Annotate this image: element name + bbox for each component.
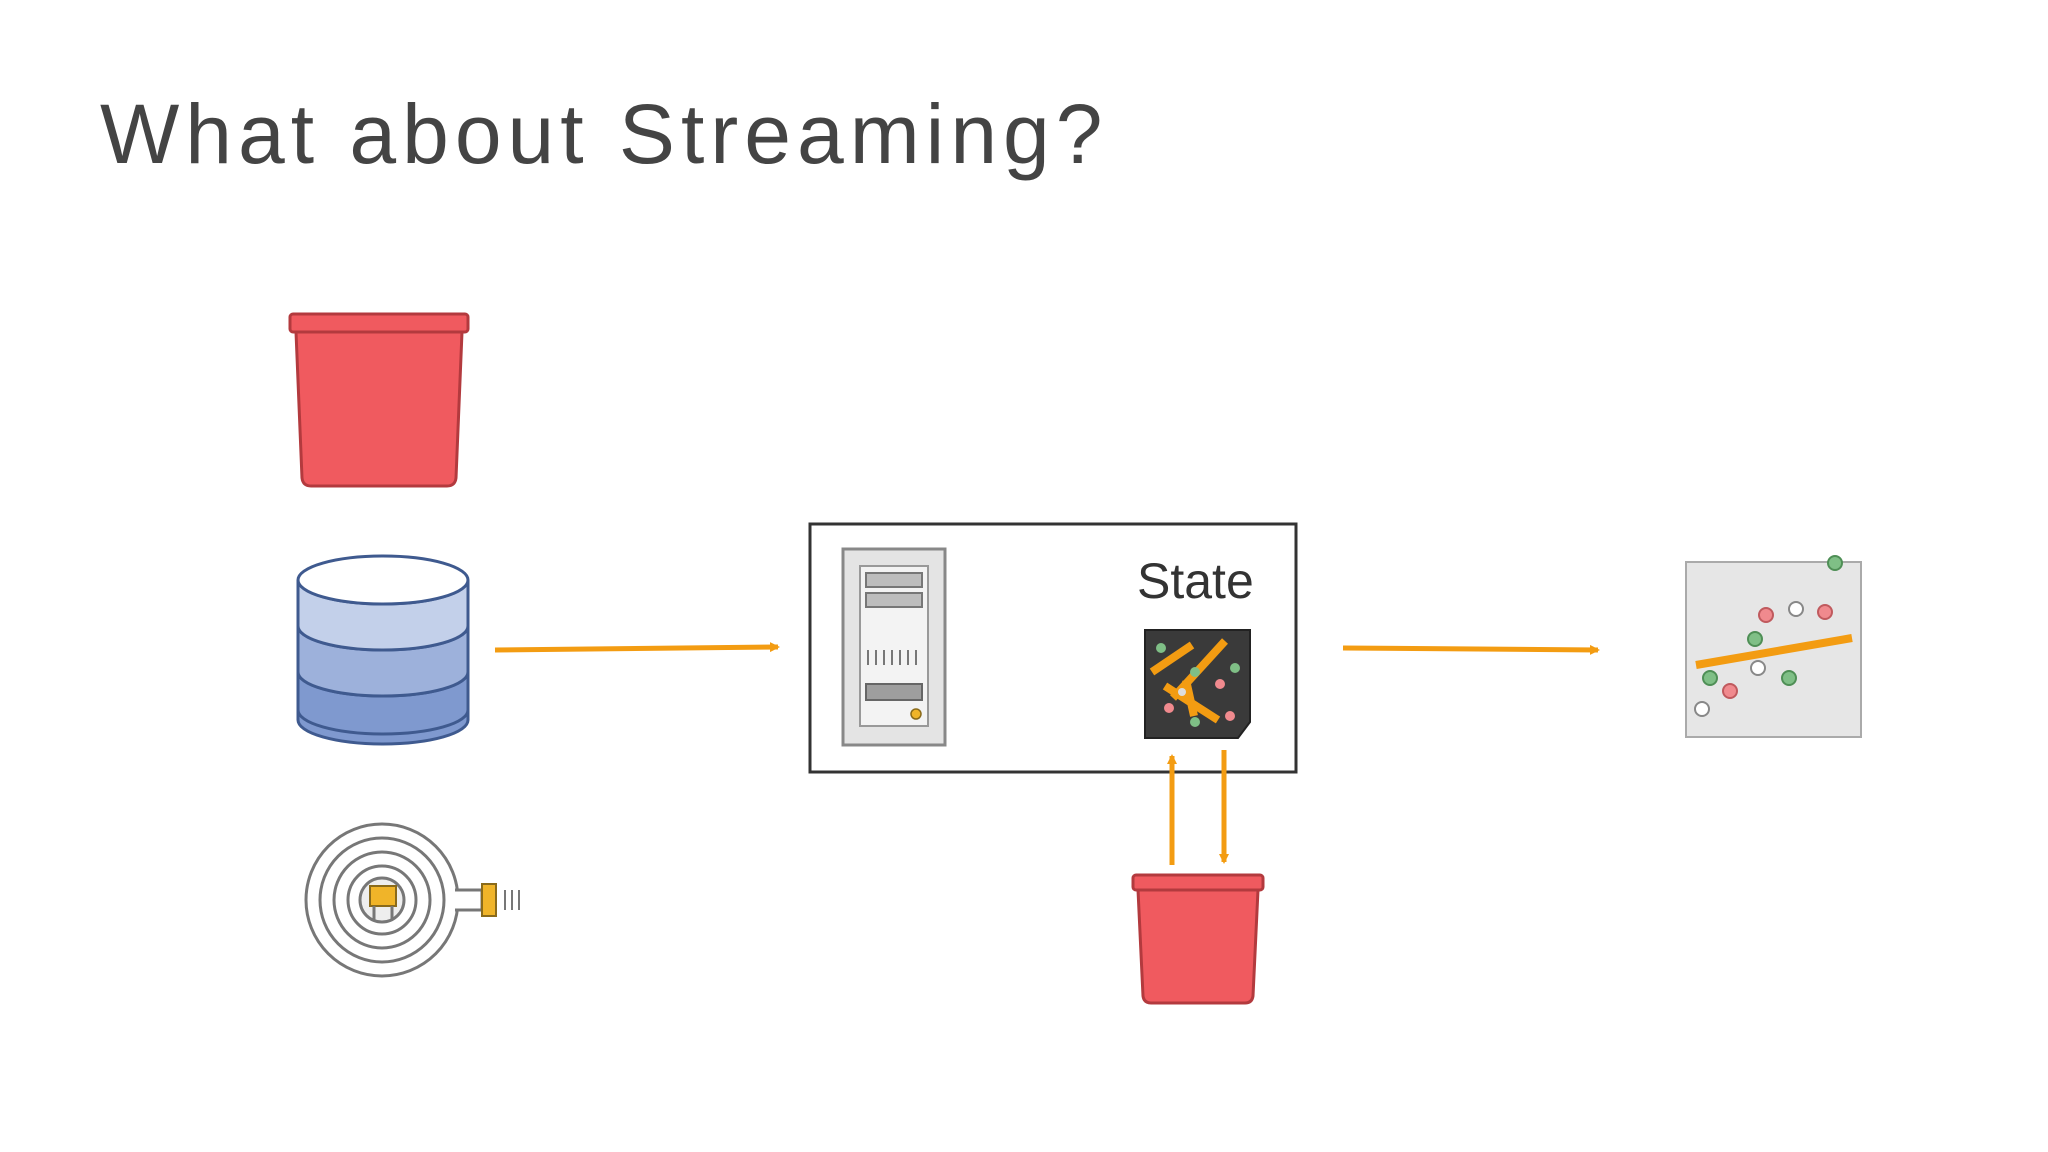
model-state-icon (1144, 629, 1251, 739)
state-label: State (1137, 553, 1254, 609)
arrow-sources-to-processor (494, 642, 780, 653)
slide-title: What about Streaming? (100, 87, 1109, 181)
arrow-processor-to-output (1342, 644, 1600, 655)
state-store-bucket-icon (1131, 873, 1265, 1005)
source-database-icon (296, 554, 470, 746)
source-hose-icon (304, 822, 520, 978)
scatter-plot-icon (1685, 555, 1862, 738)
server-icon (841, 547, 947, 747)
source-bucket-icon (288, 312, 470, 488)
